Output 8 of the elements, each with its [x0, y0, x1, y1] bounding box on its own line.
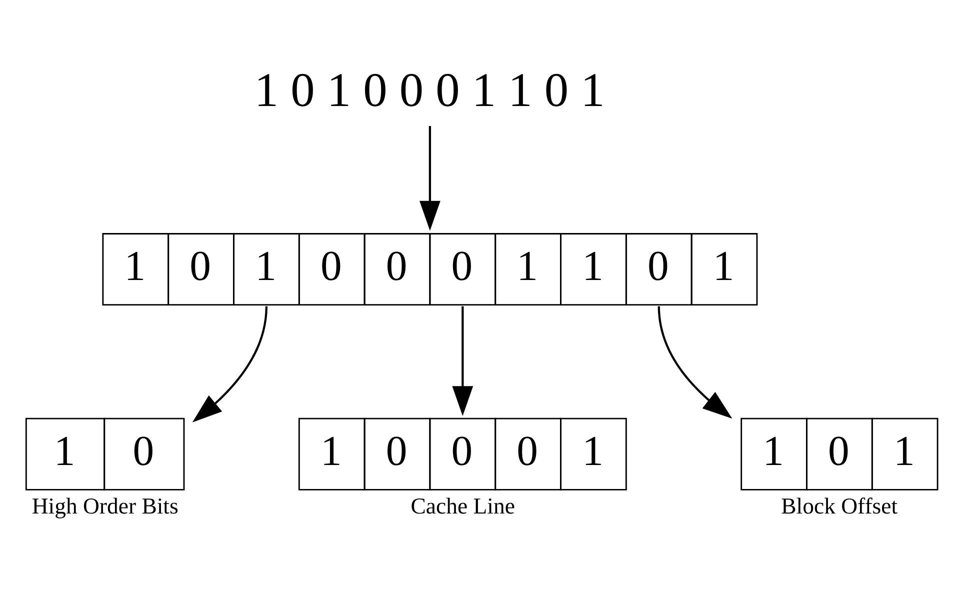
arrow	[192, 306, 268, 422]
arrow	[452, 306, 474, 416]
node-label: High Order Bits	[32, 493, 178, 518]
node-label: Cache Line	[410, 493, 515, 518]
arrow	[420, 125, 440, 230]
node-text: 1 0 1 0 0 0 1 1 0 1	[254, 64, 605, 117]
arrow	[658, 306, 732, 418]
node-label: Block Offset	[781, 493, 898, 518]
